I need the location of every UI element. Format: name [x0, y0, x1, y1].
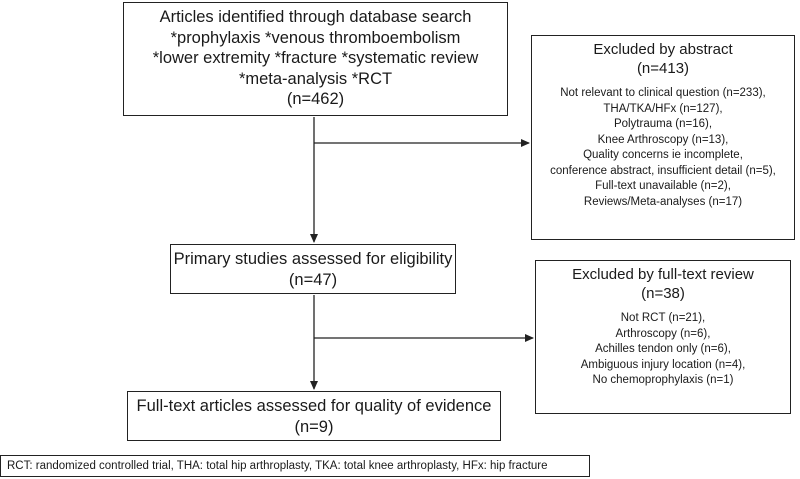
search-results-box: Articles identified through database sea… — [123, 2, 508, 116]
exclusion-reason: Arthroscopy (n=6), — [615, 327, 711, 340]
excluded-abstract-title: Excluded by abstract — [593, 41, 733, 58]
search-terms-2: *lower extremity *fracture *systematic r… — [152, 49, 479, 67]
exclusion-reason: conference abstract, insufficient detail… — [550, 164, 776, 177]
exclusion-reason: Not relevant to clinical question (n=233… — [560, 87, 766, 99]
primary-title: Primary studies assessed for eligibility — [173, 250, 453, 268]
fulltext-count: (n=9) — [294, 417, 334, 436]
primary-count: (n=47) — [288, 270, 338, 289]
fulltext-title: Full-text articles assessed for quality … — [136, 397, 492, 415]
excluded-abstract-count: (n=413) — [636, 60, 690, 77]
exclusion-reason: Quality concerns ie incomplete, — [583, 149, 743, 161]
excluded-fulltext-title: Excluded by full-text review — [572, 266, 754, 283]
primary-studies-box: Primary studies assessed for eligibility… — [170, 244, 456, 294]
excluded-fulltext-count: (n=38) — [641, 285, 685, 302]
fulltext-articles-box: Full-text articles assessed for quality … — [127, 391, 501, 441]
search-count: (n=462) — [286, 90, 345, 108]
search-title: Articles identified through database sea… — [159, 8, 472, 26]
excluded-by-fulltext-box: Excluded by full-text review (n=38) Not … — [535, 260, 791, 414]
search-terms-1: *prophylaxis *venous thromboembolism — [170, 28, 461, 47]
exclusion-reason: No chemoprophylaxis (n=1) — [592, 374, 734, 386]
exclusion-reason: Ambiguous injury location (n=4), — [580, 358, 746, 371]
exclusion-reason: THA/TKA/HFx (n=127), — [603, 102, 723, 115]
exclusion-reason: Knee Arthroscopy (n=13), — [597, 133, 729, 146]
excluded-abstract-reasons: Not relevant to clinical question (n=233… — [532, 86, 794, 210]
exclusion-reason: Full-text unavailable (n=2), — [595, 180, 731, 192]
exclusion-reason: Reviews/Meta-analyses (n=17) — [583, 195, 743, 208]
excluded-by-abstract-box: Excluded by abstract (n=413) Not relevan… — [531, 35, 795, 240]
excluded-fulltext-reasons: Not RCT (n=21), Arthroscopy (n=6), Achil… — [536, 311, 790, 389]
exclusion-reason: Not RCT (n=21), — [620, 312, 706, 324]
search-terms-3: *meta-analysis *RCT — [238, 69, 393, 88]
exclusion-reason: Achilles tendon only (n=6), — [595, 343, 731, 355]
abbreviations-footnote: RCT: randomized controlled trial, THA: t… — [0, 455, 590, 477]
exclusion-reason: Polytrauma (n=16), — [613, 118, 713, 130]
